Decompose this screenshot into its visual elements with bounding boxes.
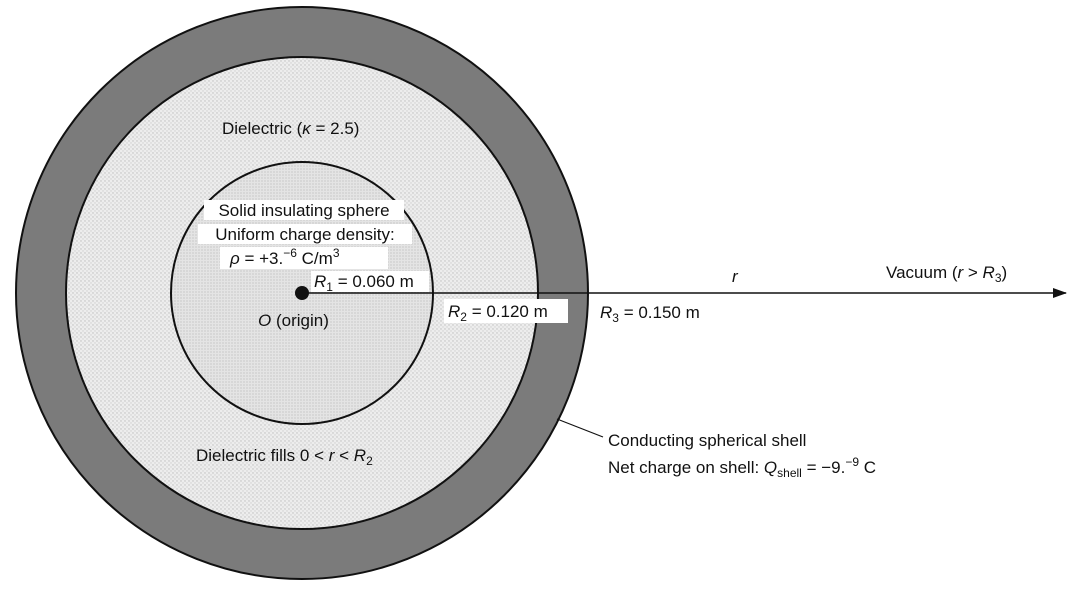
- vacuum-label: Vacuum (r > R3): [886, 263, 1007, 285]
- dielectric-fill-label: Dielectric fills 0 < r < R2: [196, 446, 373, 468]
- r2-label-bg: [444, 299, 568, 323]
- origin-label: O (origin): [258, 311, 329, 330]
- sphere-title-label: Solid insulating sphere: [218, 201, 389, 220]
- r3-label: R3 = 0.150 m: [600, 303, 700, 325]
- sphere-density-bg: [220, 247, 388, 269]
- sphere-density-title-label: Uniform charge density:: [215, 225, 395, 244]
- r2-label: R2 = 0.120 m: [448, 302, 548, 324]
- shell-title-label: Conducting spherical shell: [608, 431, 806, 450]
- r1-label-bg: [311, 271, 429, 292]
- r-axis-label: r: [732, 267, 739, 286]
- origin-dot: [295, 286, 309, 300]
- dielectric-kappa-label: Dielectric (κ = 2.5): [222, 119, 359, 138]
- shell-leader-line: [556, 418, 604, 438]
- sphere-density-label: ρ = +3.−6 C/m3: [229, 246, 340, 268]
- shell-charge-label: Net charge on shell: Qshell = −9.−9 C: [608, 455, 876, 480]
- r1-label: R1 = 0.060 m: [314, 272, 414, 294]
- sphere-title-bg: [204, 200, 404, 220]
- sphere-density-title-bg: [198, 224, 412, 244]
